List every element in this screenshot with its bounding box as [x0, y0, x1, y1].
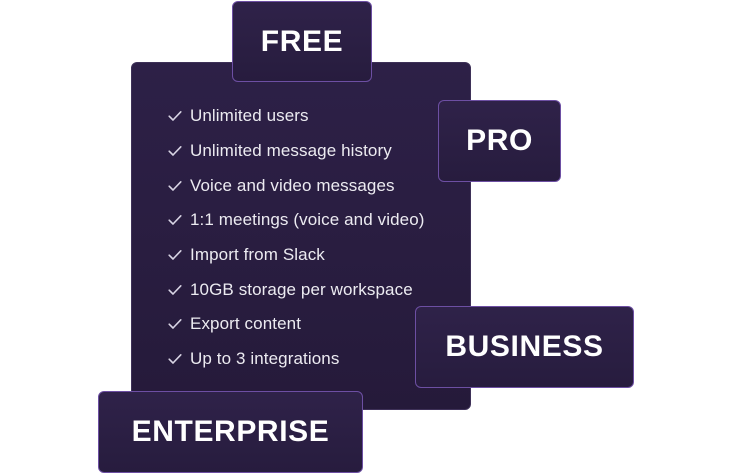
feature-item: Up to 3 integrations [168, 342, 425, 377]
check-icon [168, 145, 182, 157]
feature-item: Unlimited users [168, 99, 425, 134]
check-icon [168, 180, 182, 192]
tier-enterprise-button[interactable]: ENTERPRISE [98, 391, 363, 473]
features-panel: Unlimited users Unlimited message histor… [131, 62, 471, 410]
feature-item: Import from Slack [168, 238, 425, 273]
feature-label: 1:1 meetings (voice and video) [190, 210, 425, 230]
check-icon [168, 249, 182, 261]
check-icon [168, 284, 182, 296]
tier-business-button[interactable]: BUSINESS [415, 306, 634, 388]
feature-item: Voice and video messages [168, 168, 425, 203]
feature-item: Export content [168, 307, 425, 342]
check-icon [168, 214, 182, 226]
feature-label: Voice and video messages [190, 175, 395, 195]
check-icon [168, 318, 182, 330]
feature-label: Unlimited users [190, 106, 309, 126]
feature-label: 10GB storage per workspace [190, 279, 413, 299]
feature-item: Unlimited message history [168, 134, 425, 169]
check-icon [168, 353, 182, 365]
feature-item: 10GB storage per workspace [168, 272, 425, 307]
feature-label: Import from Slack [190, 245, 325, 265]
feature-label: Unlimited message history [190, 141, 392, 161]
tier-free-button[interactable]: FREE [232, 1, 372, 82]
feature-label: Export content [190, 314, 302, 334]
feature-list: Unlimited users Unlimited message histor… [168, 99, 425, 377]
check-icon [168, 110, 182, 122]
tier-pro-button[interactable]: PRO [438, 100, 561, 182]
feature-item: 1:1 meetings (voice and video) [168, 203, 425, 238]
feature-label: Up to 3 integrations [190, 349, 340, 369]
